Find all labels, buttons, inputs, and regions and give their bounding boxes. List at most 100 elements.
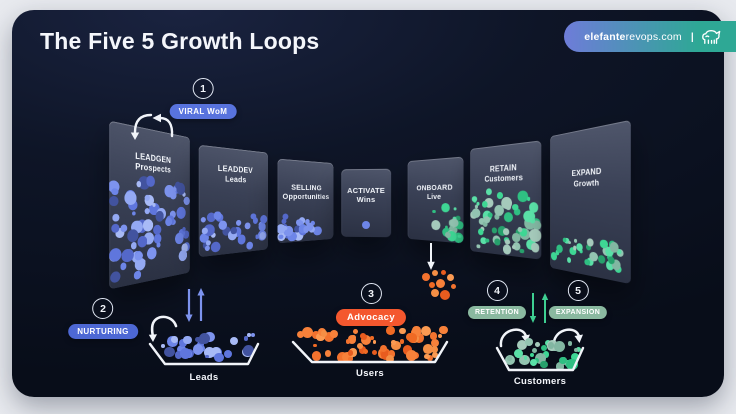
dot bbox=[405, 350, 417, 362]
dot bbox=[347, 350, 354, 357]
dot bbox=[175, 232, 184, 245]
dot bbox=[336, 352, 348, 364]
dot bbox=[247, 333, 252, 338]
dot bbox=[483, 216, 490, 224]
dot bbox=[156, 242, 161, 248]
dot bbox=[444, 225, 449, 229]
basket-customers-dots bbox=[493, 336, 587, 374]
dot bbox=[303, 226, 309, 233]
dot bbox=[492, 227, 497, 234]
panel-expand: EXPAND Growth bbox=[550, 119, 631, 285]
dot bbox=[529, 228, 542, 242]
dot bbox=[609, 241, 619, 254]
panel-leaddev-label: LEADDEV Leads bbox=[200, 162, 266, 186]
dot bbox=[431, 289, 439, 297]
dot bbox=[352, 329, 358, 335]
dot bbox=[576, 346, 582, 352]
dot bbox=[429, 331, 438, 340]
brand-badge[interactable]: elefanterevops.com | bbox=[564, 21, 736, 52]
dot bbox=[555, 361, 565, 371]
dot bbox=[535, 353, 546, 364]
dot bbox=[175, 354, 180, 359]
dot bbox=[183, 335, 192, 345]
dot bbox=[165, 217, 173, 227]
dot bbox=[200, 216, 207, 223]
dot bbox=[362, 220, 370, 229]
dot bbox=[363, 348, 369, 354]
dot bbox=[236, 219, 242, 227]
basket-leads: Leads bbox=[146, 330, 262, 383]
dot bbox=[183, 196, 190, 205]
dot bbox=[506, 355, 513, 362]
dot bbox=[244, 221, 251, 230]
loop-number-badge: 2 bbox=[92, 298, 114, 319]
dot bbox=[586, 237, 594, 247]
dot bbox=[211, 346, 222, 357]
dot bbox=[426, 355, 433, 362]
loop-1-viral-wom: 1 VIRAL WoM bbox=[169, 78, 237, 119]
dot bbox=[421, 325, 432, 336]
dot bbox=[540, 345, 547, 352]
panel-retain: RETAIN Customers bbox=[470, 140, 542, 260]
panel-onboard-label: ONBOARD Live bbox=[409, 182, 463, 202]
dot bbox=[109, 196, 119, 207]
basket-label: Leads bbox=[189, 372, 219, 383]
dot bbox=[414, 333, 425, 344]
panel-activate-label: ACTIVATE Wins bbox=[342, 186, 390, 205]
brand-name-rest: revops.com bbox=[625, 30, 682, 43]
dot bbox=[478, 228, 484, 236]
dot bbox=[570, 352, 580, 362]
dot bbox=[231, 227, 237, 234]
loop-pill: VIRAL WoM bbox=[169, 104, 237, 119]
dot bbox=[161, 344, 166, 348]
dot bbox=[109, 247, 122, 262]
dot bbox=[120, 261, 127, 271]
dot bbox=[195, 336, 201, 343]
dot bbox=[422, 273, 430, 281]
panel-expand-dots bbox=[550, 120, 631, 284]
retention-flow-arrows-icon bbox=[529, 293, 549, 323]
dot bbox=[205, 354, 209, 359]
dot bbox=[379, 345, 387, 353]
dot bbox=[573, 239, 577, 243]
dot bbox=[494, 238, 500, 246]
elephant-icon bbox=[702, 29, 721, 44]
dot bbox=[372, 340, 377, 344]
loop-pill: NURTURING bbox=[68, 324, 138, 339]
dot bbox=[440, 290, 450, 300]
panel-leadgen-dots bbox=[109, 121, 190, 290]
panel-title: ACTIVATE bbox=[347, 185, 386, 196]
dot bbox=[301, 327, 313, 339]
viral-loop-arrow-icon bbox=[130, 113, 174, 140]
panel-selling-label: SELLING Opportunities bbox=[279, 182, 333, 202]
dot bbox=[386, 354, 395, 363]
loop-5-expansion: 5 EXPANSION bbox=[548, 280, 608, 319]
dot bbox=[329, 329, 339, 339]
dot bbox=[345, 339, 351, 344]
brand-separator: | bbox=[690, 30, 694, 43]
dot bbox=[391, 340, 401, 350]
dot bbox=[258, 222, 266, 232]
panel-leadgen: LEADGEN Prospects bbox=[109, 120, 190, 290]
dot bbox=[399, 339, 405, 344]
dot bbox=[505, 203, 512, 210]
dot bbox=[171, 335, 178, 343]
dot bbox=[567, 341, 573, 346]
dot bbox=[411, 327, 422, 338]
dot bbox=[531, 348, 537, 354]
dot bbox=[444, 231, 451, 239]
basket-outline bbox=[291, 340, 449, 364]
dot bbox=[431, 220, 441, 231]
dot bbox=[197, 335, 206, 344]
dot bbox=[134, 270, 142, 280]
dot bbox=[155, 211, 164, 223]
loop-number-badge: 1 bbox=[192, 78, 214, 99]
dot bbox=[360, 333, 367, 340]
dot bbox=[566, 256, 572, 264]
dot bbox=[348, 356, 353, 362]
dot bbox=[432, 270, 438, 276]
nurture-flow-arrows-icon bbox=[185, 288, 205, 322]
loop-2-nurturing: 2 NURTURING bbox=[68, 298, 138, 339]
dot bbox=[519, 248, 524, 254]
dot bbox=[476, 202, 480, 206]
